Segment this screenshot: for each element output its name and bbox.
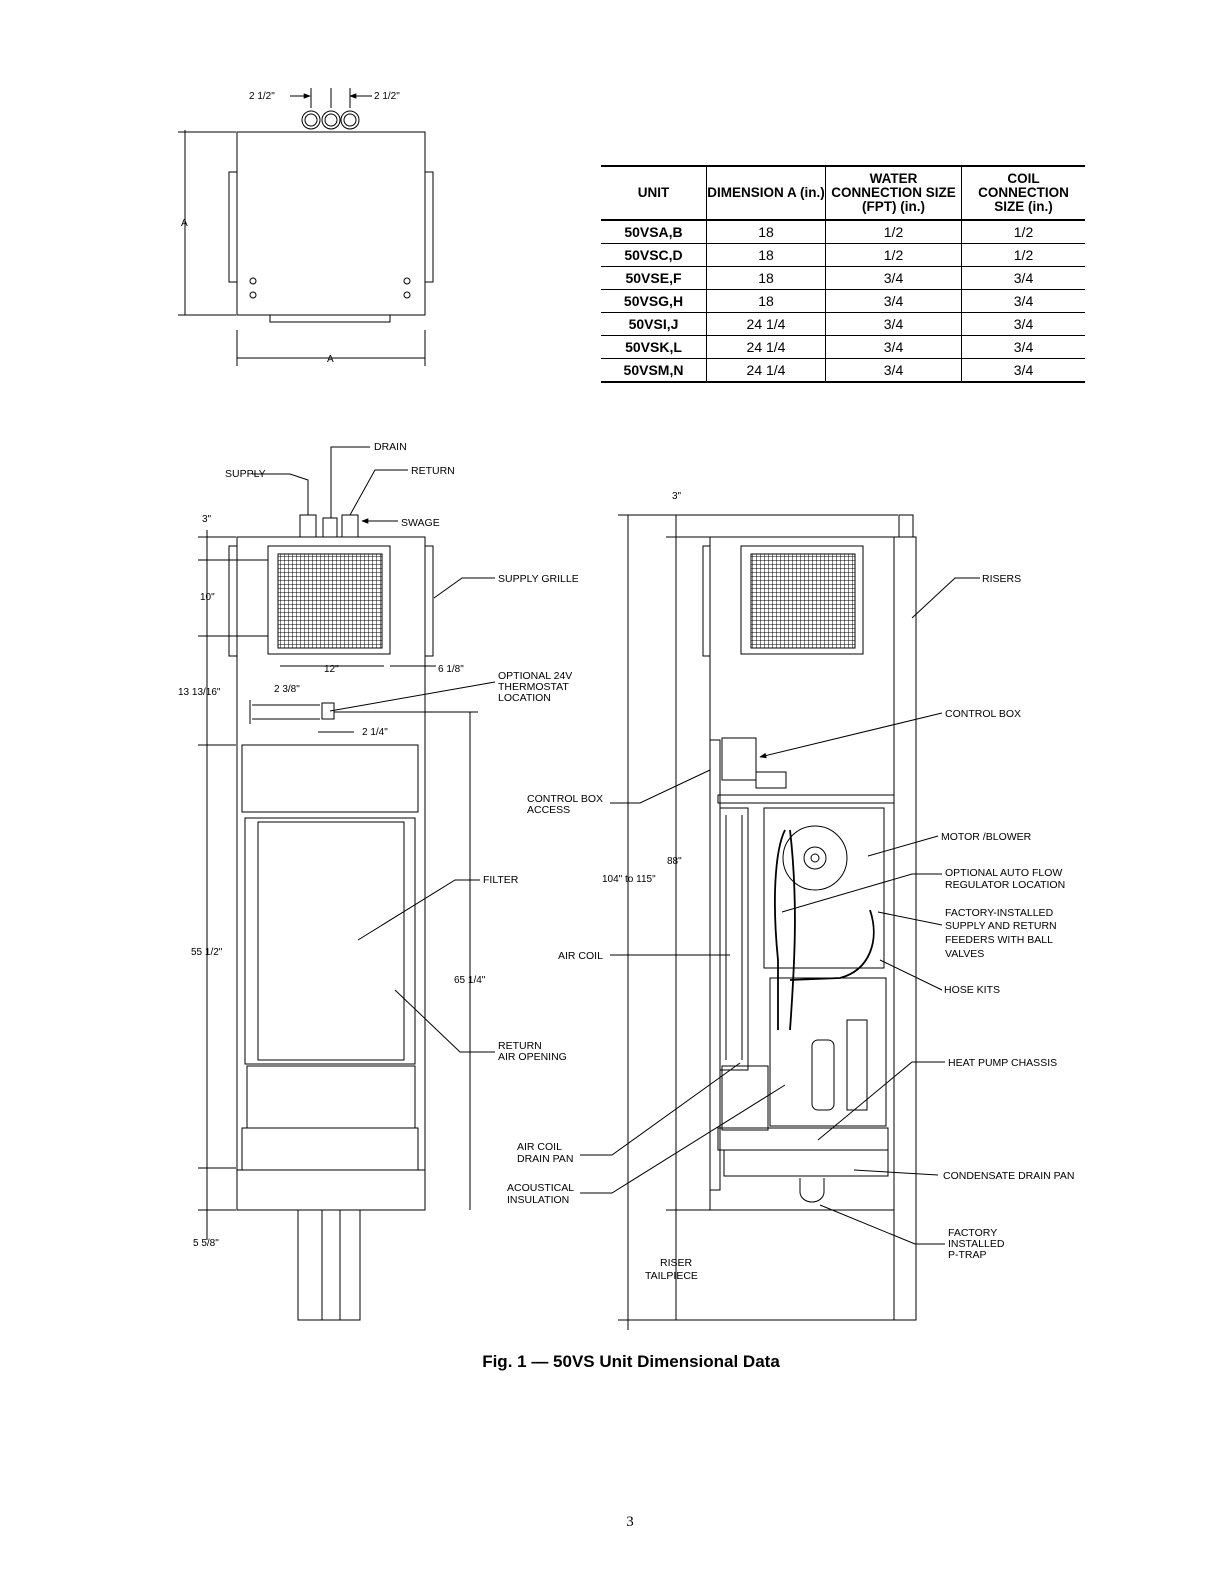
water-connection-cell: 1/2 [825, 243, 962, 267]
dimension-a-cell: 24 1/4 [706, 358, 826, 383]
unit-cell: 50VSE,F [601, 266, 707, 290]
label-control-box-access-1: CONTROL BOX [527, 793, 603, 805]
figure-caption: Fig. 1 — 50VS Unit Dimensional Data [482, 1352, 780, 1371]
dim-2-1-4: 2 1/4" [362, 727, 388, 738]
label-auto-flow-1: OPTIONAL AUTO FLOW [945, 867, 1062, 879]
label-swage: SWAGE [401, 517, 440, 529]
label-riser-tail-1: RISER [660, 1257, 693, 1269]
label-riser-tail-2: TAILPIECE [645, 1270, 698, 1282]
label-air-coil: AIR COIL [558, 950, 603, 962]
dim-65-1-4: 65 1/4" [454, 975, 486, 986]
unit-cell: 50VSM,N [601, 358, 707, 383]
unit-cell: 50VSC,D [601, 243, 707, 267]
label-ptrap-2: INSTALLED [948, 1238, 1005, 1250]
unit-cell: 50VSG,H [601, 289, 707, 313]
dimension-a-cell: 18 [706, 220, 826, 244]
side-dim-104: 104" to 115" [602, 874, 656, 885]
label-feeders-2: SUPPLY AND RETURN [945, 920, 1057, 932]
water-connection-cell: 1/2 [825, 220, 962, 244]
dimension-a-cell: 24 1/4 [706, 312, 826, 336]
dim-2-3-8: 2 3/8" [274, 684, 300, 695]
label-auto-flow-2: REGULATOR LOCATION [945, 879, 1065, 891]
coil-connection-cell: 1/2 [961, 220, 1085, 244]
unit-cell: 50VSK,L [601, 335, 707, 359]
unit-cell: 50VSI,J [601, 312, 707, 336]
front-view [198, 446, 496, 1321]
header-coil-connection: COIL CONNECTION SIZE (in.) [961, 165, 1085, 221]
label-control-box-access-2: ACCESS [527, 804, 570, 816]
label-control-box: CONTROL BOX [945, 708, 1021, 720]
label-ptrap-1: FACTORY [948, 1227, 997, 1239]
side-dim-88: 88" [667, 856, 682, 867]
dim-10: 10" [200, 592, 215, 603]
dimension-table: UNIT DIMENSION A (in.) WATER CONNECTION … [601, 165, 1085, 383]
coil-connection-cell: 3/4 [961, 289, 1085, 313]
header-dimension-a: DIMENSION A (in.) [706, 165, 826, 221]
label-condensate: CONDENSATE DRAIN PAN [943, 1170, 1074, 1182]
dimension-a-cell: 18 [706, 289, 826, 313]
dim-12: 12" [324, 664, 339, 675]
label-filter: FILTER [483, 874, 519, 886]
dim-5-5-8: 5 5/8" [193, 1238, 219, 1249]
label-thermostat-2: THERMOSTAT [498, 681, 569, 693]
label-ptrap-3: P-TRAP [948, 1249, 987, 1261]
label-supply: SUPPLY [225, 468, 266, 480]
water-connection-cell: 3/4 [825, 358, 962, 383]
coil-connection-cell: 3/4 [961, 358, 1085, 383]
header-water-connection: WATER CONNECTION SIZE (FPT) (in.) [825, 165, 962, 221]
label-thermostat-3: LOCATION [498, 692, 551, 704]
label-return-air-2: AIR OPENING [498, 1051, 567, 1063]
label-air-coil-drain-1: AIR COIL [517, 1141, 562, 1153]
coil-connection-cell: 3/4 [961, 335, 1085, 359]
dim-55-1-2: 55 1/2" [191, 947, 223, 958]
label-feeders-1: FACTORY-INSTALLED [945, 907, 1054, 919]
water-connection-cell: 3/4 [825, 312, 962, 336]
coil-connection-cell: 1/2 [961, 243, 1085, 267]
top-dim-right: 2 1/2" [374, 91, 400, 102]
water-connection-cell: 3/4 [825, 289, 962, 313]
label-acoustical-1: ACOUSTICAL [507, 1182, 574, 1194]
side-dim-3: 3" [672, 491, 682, 502]
label-thermostat-1: OPTIONAL 24V [498, 670, 572, 682]
top-dim-left: 2 1/2" [249, 91, 275, 102]
label-hose-kits: HOSE KITS [944, 984, 1000, 996]
dimension-a-cell: 18 [706, 266, 826, 290]
label-return: RETURN [411, 465, 455, 477]
dim-13-13-16: 13 13/16" [178, 687, 221, 698]
label-motor-blower: MOTOR /BLOWER [941, 831, 1032, 843]
label-return-air-1: RETURN [498, 1040, 542, 1052]
dim-6-1-8: 6 1/8" [438, 664, 464, 675]
table-header-row: UNIT DIMENSION A (in.) WATER CONNECTION … [601, 165, 1085, 221]
label-heat-pump: HEAT PUMP CHASSIS [948, 1057, 1057, 1069]
dimension-a-cell: 18 [706, 243, 826, 267]
header-unit: UNIT [601, 165, 707, 221]
label-supply-grille: SUPPLY GRILLE [498, 573, 579, 585]
top-view: 2 1/2" 2 1/2" A A [178, 88, 434, 366]
top-dim-a-side: A [181, 218, 188, 229]
label-risers: RISERS [982, 573, 1021, 585]
dimension-a-cell: 24 1/4 [706, 335, 826, 359]
dim-3: 3" [202, 514, 212, 525]
coil-connection-cell: 3/4 [961, 312, 1085, 336]
top-dim-a-bottom: A [327, 354, 334, 365]
label-air-coil-drain-2: DRAIN PAN [517, 1153, 573, 1165]
coil-connection-cell: 3/4 [961, 266, 1085, 290]
label-feeders-3: FEEDERS WITH BALL [945, 934, 1053, 946]
water-connection-cell: 3/4 [825, 266, 962, 290]
side-view [580, 514, 980, 1330]
label-drain: DRAIN [374, 441, 407, 453]
water-connection-cell: 3/4 [825, 335, 962, 359]
label-feeders-4: VALVES [945, 948, 984, 960]
label-acoustical-2: INSULATION [507, 1194, 569, 1206]
unit-cell: 50VSA,B [601, 220, 707, 244]
page-number: 3 [626, 1514, 634, 1530]
